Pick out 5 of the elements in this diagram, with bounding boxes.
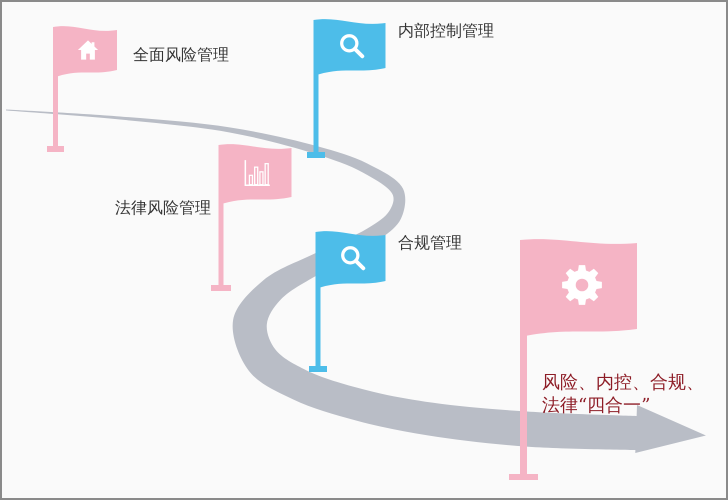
flag-label: 法律风险管理	[115, 198, 211, 218]
flag-label: 内部控制管理	[398, 21, 494, 41]
flag-label: 全面风险管理	[133, 45, 229, 65]
flag-label: 合规管理	[398, 233, 462, 253]
flag-caption: 风险、内控、合规、法律“四合一”	[542, 371, 705, 417]
